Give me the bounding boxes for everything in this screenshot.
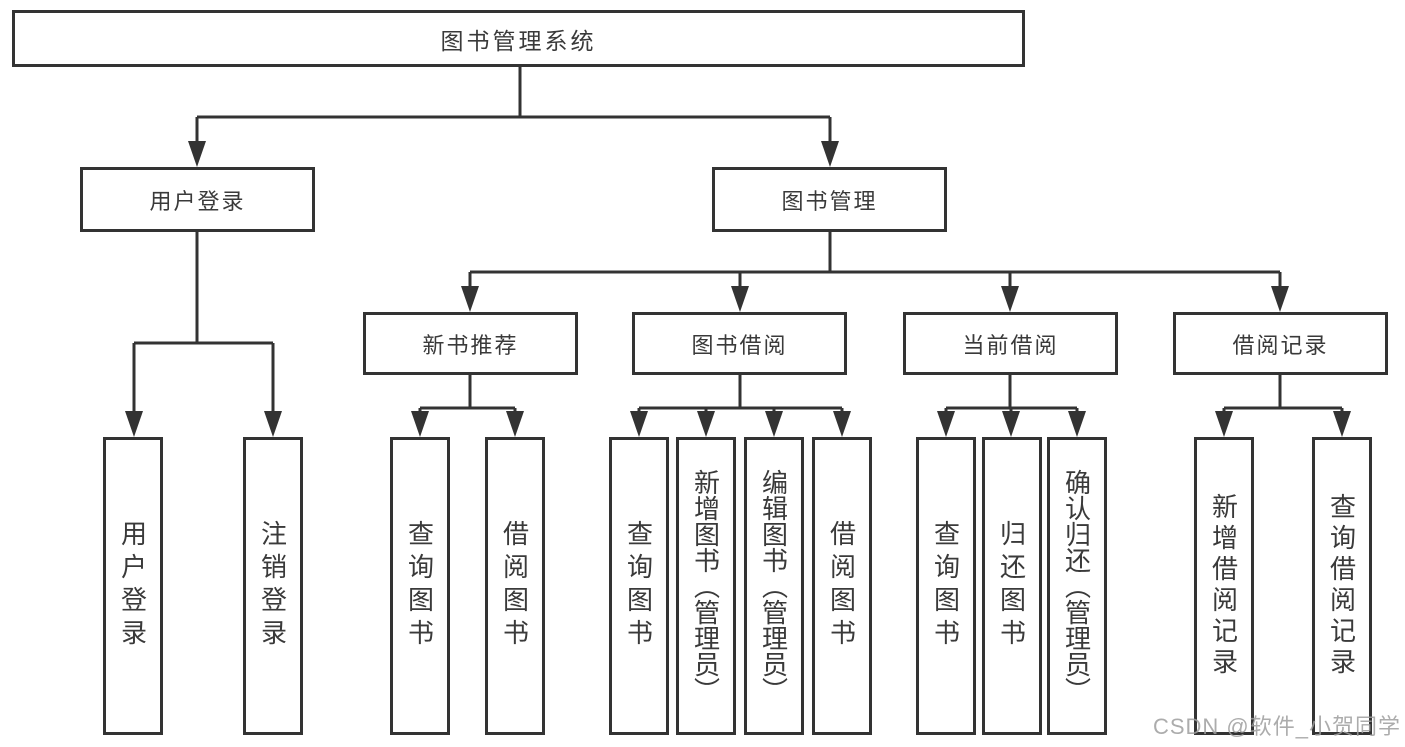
arrow-down-icon	[188, 141, 206, 167]
arrow-down-icon	[264, 411, 282, 437]
leaf-current-confirm-return-admin: 确认归还（管理员）	[1047, 437, 1107, 735]
arrow-down-icon	[833, 411, 851, 437]
leaf-borrow-edit-book-admin: 编辑图书（管理员）	[744, 437, 804, 735]
leaf-current-query-book: 查询图书	[916, 437, 976, 735]
arrow-down-icon	[506, 411, 524, 437]
node-book-borrow: 图书借阅	[632, 312, 847, 375]
arrow-down-icon	[1271, 286, 1289, 312]
node-current-borrow: 当前借阅	[903, 312, 1118, 375]
leaf-record-query-borrow-record: 查询借阅记录	[1312, 437, 1372, 735]
leaf-borrow-add-book-admin: 新增图书（管理员）	[676, 437, 736, 735]
arrow-down-icon	[125, 411, 143, 437]
arrow-down-icon	[731, 286, 749, 312]
leaf-newbook-query-book: 查询图书	[390, 437, 450, 735]
arrowhead-icons	[125, 141, 1351, 437]
arrow-down-icon	[697, 411, 715, 437]
arrow-down-icon	[411, 411, 429, 437]
leaf-record-add-borrow-record: 新增借阅记录	[1194, 437, 1254, 735]
arrow-down-icon	[1333, 411, 1351, 437]
arrow-down-icon	[937, 411, 955, 437]
node-borrow-record: 借阅记录	[1173, 312, 1388, 375]
leaf-borrow-query-book: 查询图书	[609, 437, 669, 735]
arrow-down-icon	[630, 411, 648, 437]
arrow-down-icon	[461, 286, 479, 312]
leaf-logout: 注销登录	[243, 437, 303, 735]
arrow-down-icon	[821, 141, 839, 167]
arrow-down-icon	[1215, 411, 1233, 437]
arrow-down-icon	[1001, 286, 1019, 312]
node-book-management: 图书管理	[712, 167, 947, 232]
csdn-watermark: CSDN @软件_小贺同学	[1152, 714, 1401, 739]
node-root-system: 图书管理系统	[12, 10, 1025, 67]
arrow-down-icon	[765, 411, 783, 437]
node-new-book-recommend: 新书推荐	[363, 312, 578, 375]
leaf-user-login: 用户登录	[103, 437, 163, 735]
arrow-down-icon	[1002, 411, 1020, 437]
leaf-newbook-borrow-book: 借阅图书	[485, 437, 545, 735]
node-user-login: 用户登录	[80, 167, 315, 232]
leaf-current-return-book: 归还图书	[982, 437, 1042, 735]
connector-lines	[132, 67, 1344, 432]
leaf-borrow-borrow-book: 借阅图书	[812, 437, 872, 735]
arrow-down-icon	[1068, 411, 1086, 437]
